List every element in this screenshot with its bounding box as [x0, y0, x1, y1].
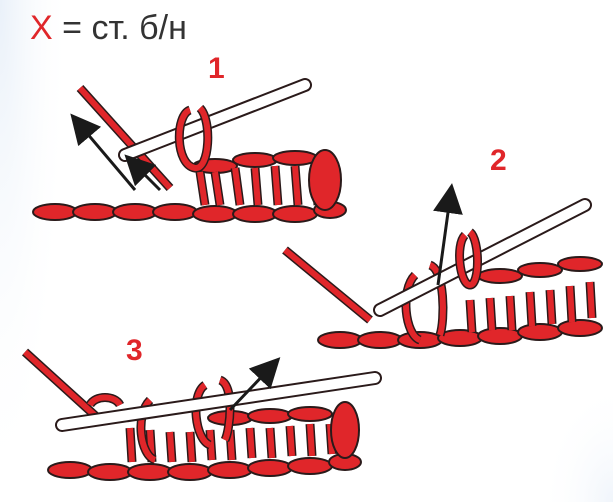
- step-number-2: 2: [490, 144, 507, 178]
- chain-row: [318, 320, 602, 348]
- step-3-diagram: [25, 352, 375, 480]
- single-crochet-row: [193, 150, 341, 210]
- step-number-1: 1: [208, 52, 225, 86]
- step-number-3: 3: [126, 334, 143, 368]
- chain-row: [48, 454, 361, 480]
- crochet-hook-icon: [125, 85, 305, 155]
- chain-row: [33, 202, 346, 222]
- step-1-diagram: [33, 85, 346, 222]
- step-2-diagram: [285, 198, 602, 348]
